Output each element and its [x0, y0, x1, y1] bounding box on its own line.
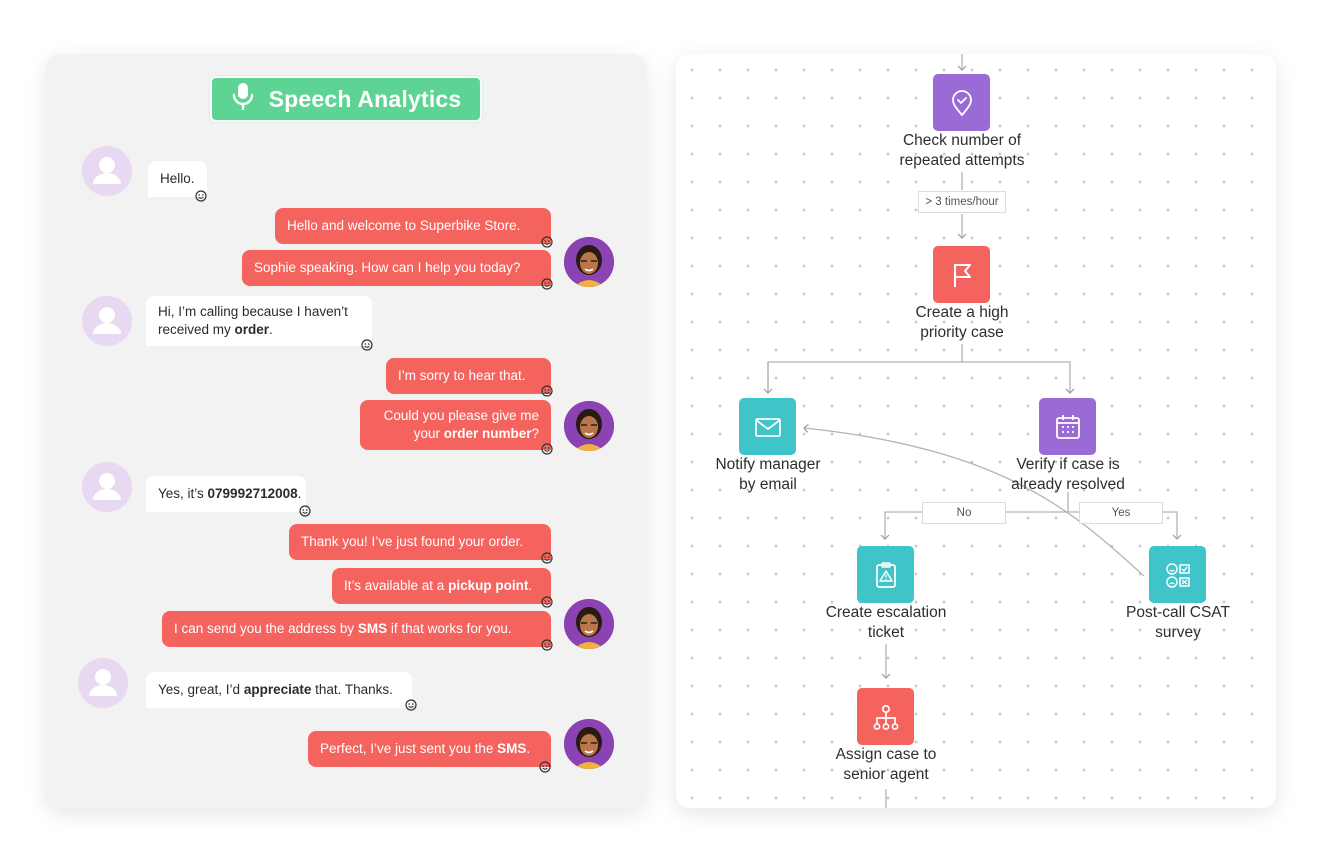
smiley-icon [541, 639, 553, 651]
smiley-icon [299, 505, 311, 517]
smiley-icon [541, 552, 553, 564]
flag-icon [953, 263, 971, 287]
smiley-icon [539, 761, 551, 773]
calendar-icon [1055, 414, 1080, 439]
speech-analytics-badge: Speech Analytics [210, 76, 482, 122]
chat-message: Yes, it’s 079992712008. [146, 476, 306, 512]
envelope-icon [754, 417, 781, 437]
verify-resolved-node[interactable] [1039, 398, 1096, 455]
escalation-ticket-node[interactable] [857, 546, 914, 603]
customer-avatar [82, 296, 132, 346]
yes-edge-label: Yes [1079, 502, 1163, 524]
chat-message: Hello. [148, 161, 207, 197]
smiley-icon [541, 443, 553, 455]
clipboard-alert-icon [875, 561, 896, 588]
chat-message: It’s available at a pickup point. [332, 568, 551, 604]
chat-message: I’m sorry to hear that. [386, 358, 551, 394]
smiley-icon [405, 699, 417, 711]
page-title: Speech Analytics [268, 85, 462, 112]
agent-avatar [564, 401, 614, 451]
smiley-icon [195, 190, 207, 202]
csat-survey-node[interactable] [1149, 546, 1206, 603]
agent-avatar [564, 599, 614, 649]
high-priority-case-node[interactable] [933, 246, 990, 303]
connector-verify-no [880, 511, 1068, 540]
chat-message: Hello and welcome to Superbike Store. [275, 208, 551, 244]
smiley-icon [361, 339, 373, 351]
customer-avatar [78, 658, 128, 708]
chat-message: I can send you the address by SMS if tha… [162, 611, 551, 647]
connector-case-verify [767, 361, 1075, 394]
survey-icon [1165, 562, 1190, 588]
assign-senior-agent-node[interactable] [857, 688, 914, 745]
no-edge-label: No [922, 502, 1006, 524]
smiley-icon [541, 236, 553, 248]
hierarchy-icon [873, 704, 898, 730]
smiley-icon [541, 385, 553, 397]
smiley-icon [541, 278, 553, 290]
location-pin-icon [951, 89, 972, 116]
chat-message: Sophie speaking. How can I help you toda… [242, 250, 551, 286]
notify-manager-node[interactable] [739, 398, 796, 455]
agent-avatar [564, 237, 614, 287]
customer-avatar [82, 146, 132, 196]
chat-message: Perfect, I’ve just sent you the SMS. [308, 731, 551, 767]
microphone-icon [231, 82, 255, 116]
threshold-edge-label: > 3 times/hour [918, 191, 1006, 213]
chat-message: Thank you! I’ve just found your order. [289, 524, 551, 560]
agent-avatar [564, 719, 614, 769]
check-attempts-node[interactable] [933, 74, 990, 131]
connector-csat-notify [803, 423, 1145, 577]
chat-message: Yes, great, I’d appreciate that. Thanks. [146, 672, 412, 708]
speech-analytics-panel: Speech Analytics Hello. Hello and welcom… [46, 54, 646, 808]
customer-avatar [82, 462, 132, 512]
smiley-icon [541, 596, 553, 608]
